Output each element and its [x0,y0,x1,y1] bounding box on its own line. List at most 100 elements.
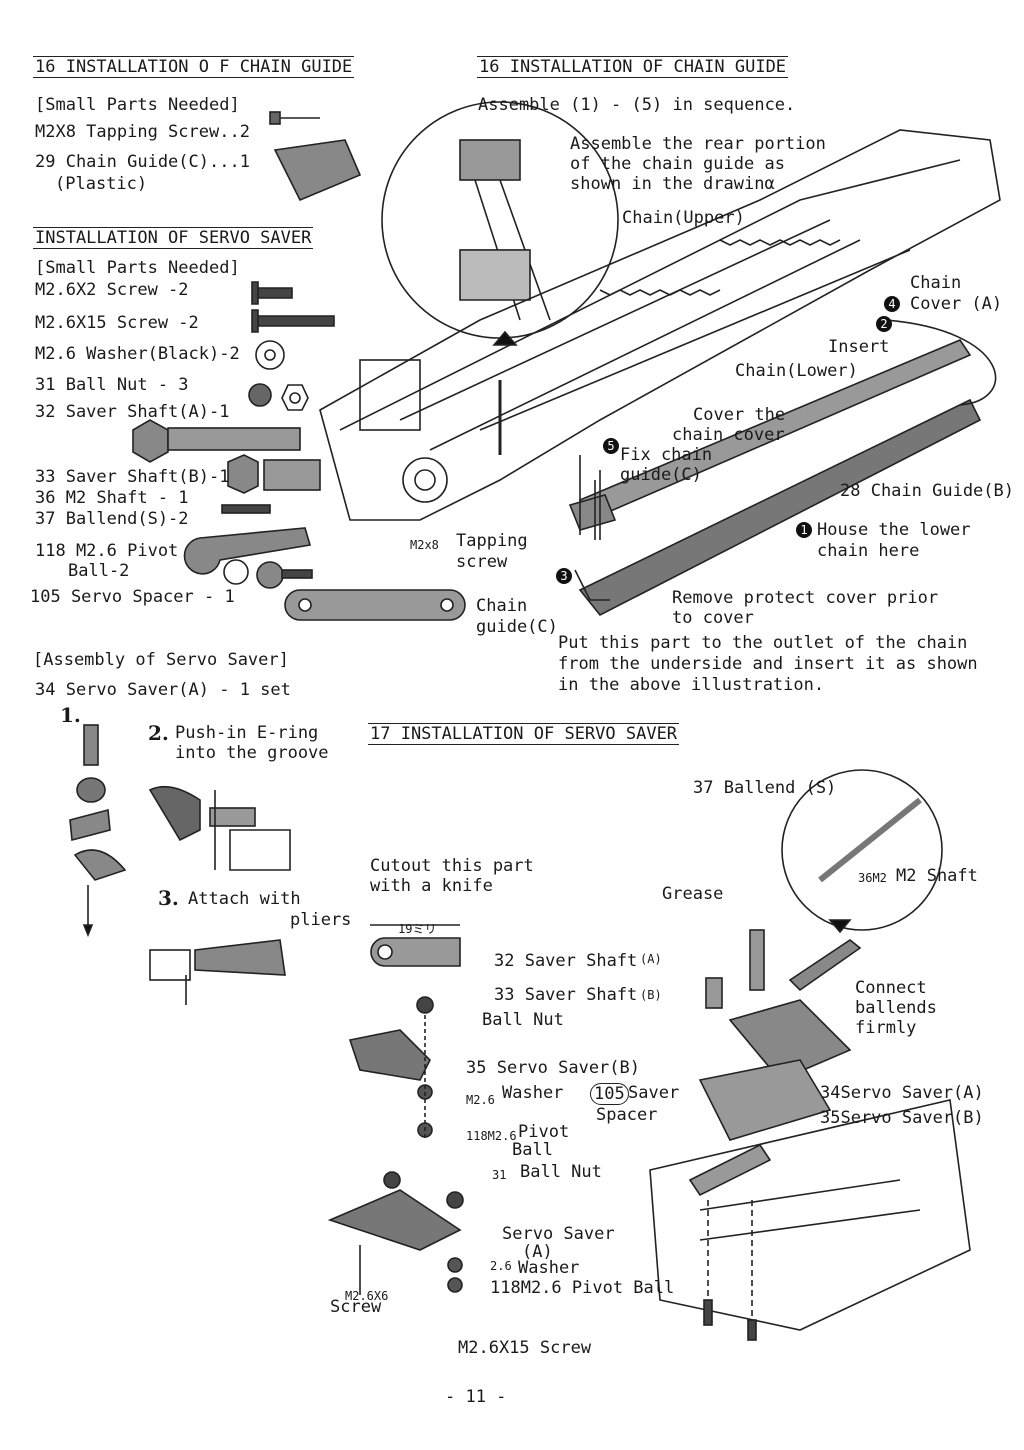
spacer-number: 105 [590,1083,629,1105]
tapping-screw-part [269,111,320,125]
step-marker: 5 [603,438,619,454]
spacer-word: Spacer [596,1105,658,1125]
chain-guide-c-fit [568,494,617,531]
part-item: Ball-2 [68,561,130,581]
servo-saver-heading: 17 INSTALLATION OF SERVO SAVER [368,723,680,745]
step-marker: 3 [556,568,572,584]
servo-saver-b-exploded [348,996,434,1140]
ball-nut-part [248,383,309,411]
rear-portion-note: Assemble the rear portion [570,134,826,154]
step1-drawing [69,724,127,938]
m2-shaft-part [221,504,271,514]
cutout-note: with a knife [370,876,493,896]
servo-saver-a-bottom: Servo Saver [502,1224,615,1244]
part-item: 31 Ball Nut - 3 [35,375,189,395]
ball-callout: Ball [512,1140,553,1160]
step2-text: into the groove [175,743,329,763]
saver-shaft-b-callout: 33 Saver Shaft [494,985,638,1005]
servo-saver-b-callout: 35 Servo Saver(B) [466,1058,640,1078]
pivot-ball-part [223,559,249,585]
chain-guide-b-label: 28 Chain Guide(B) [840,481,1014,501]
servo-saver-assembly-drawing [649,929,971,1341]
connect-note: ballends [855,998,937,1018]
washer-num: 2.6 [490,1259,512,1273]
m2-shaft-label: M2 Shaft [896,866,978,886]
step1-number: 1. [60,703,81,727]
washer-callout-2: Washer [518,1258,580,1278]
chain-guide-c-callout: Chain [476,596,528,616]
chain-cover-label: Cover (A) [910,294,1003,314]
remove-cover-note: Remove protect cover prior [672,588,939,608]
servo-saver-b-callout-right: 35Servo Saver(B) [820,1108,984,1128]
servo-saver-a-exploded [327,1171,464,1295]
cutout-note: Cutout this part [370,856,534,876]
ball-nut-callout-2: Ball Nut [520,1162,602,1182]
washer-size-label: M2.6 [466,1093,495,1107]
ballend-label: 37 Ballend (S) [693,778,837,798]
page-number: - 11 - [445,1387,507,1407]
screw-label: Screw [330,1297,382,1317]
step3-text: Attach with [188,889,301,909]
part-item: 32 Saver Shaft(A)-1 [35,402,230,422]
saver-word: Saver [628,1083,680,1103]
servo-saver-a-callout: 34Servo Saver(A) [820,1083,984,1103]
put-part-note: in the above illustration. [558,675,825,695]
chassis-drawing [319,129,1001,521]
part-item: 37 Ballend(S)-2 [35,509,189,529]
part-item: M2.6 Washer(Black)-2 [35,344,240,364]
part-item: 36 M2 Shaft - 1 [35,488,189,508]
m26x15-screw-part [251,309,335,333]
chain-guide-heading-left: 16 INSTALLATION O F CHAIN GUIDE [33,56,355,78]
ball-nut-num: 31 [492,1168,507,1182]
step2-text: Push-in E-ring [175,723,319,743]
m26x15-screw-label: M2.6X15 Screw [458,1338,592,1358]
assembly-heading: [Assembly of Servo Saver] [33,650,289,670]
step2-number: 2. [148,721,169,745]
chain-cover-label: Chain [910,273,962,293]
step-marker: 4 [884,296,900,312]
pivot-ball-callout: 118M2.6 Pivot Ball [490,1278,675,1298]
tapping-screw-callout: screw [456,552,508,572]
remove-cover-note: to cover [672,608,754,628]
chain-guide-heading-right: 16 INSTALLATION OF CHAIN GUIDE [477,56,789,78]
chain-guide-c-part [273,139,362,202]
part-item: M2.6X2 Screw -2 [35,280,189,300]
step-marker: 2 [876,316,892,332]
saver-shaft-a-sup: (A) [640,952,662,966]
cover-chain-label: chain cover [672,425,785,445]
insert-label: Insert [828,337,890,357]
fix-chain-label: guide(C) [620,465,702,485]
step-marker: 1 [796,522,812,538]
step3-text: pliers [290,910,352,930]
rear-portion-note: of the chain guide as [570,154,785,174]
tapping-screw-label: M2X8 Tapping Screw..2 [35,122,250,142]
ballend-part [183,527,312,575]
part-item: 118 M2.6 Pivot [35,541,179,561]
house-chain-label: House the lower [817,520,971,540]
cutout-dimension: 19ミリ [398,922,437,936]
washer-part [255,340,285,370]
put-part-note: from the underside and insert it as show… [558,654,978,674]
washer-callout: Washer [502,1083,564,1103]
step3-number: 3. [158,886,179,910]
part-item: 33 Saver Shaft(B)-1 [35,467,230,487]
chain-guide-c-label: 29 Chain Guide(C)...1 [35,152,250,172]
grease-label: Grease [662,884,724,904]
connect-note: Connect [855,978,927,998]
put-part-note: Put this part to the outlet of the chain [558,633,968,653]
step2-drawing [148,785,291,871]
pivot-callout: Pivot [518,1122,570,1142]
assemble-instruction: Assemble (1) - (5) in sequence. [478,95,796,115]
m2-shaft-num: 36M2 [858,871,887,885]
servo-saver-heading-left: INSTALLATION OF SERVO SAVER [33,227,314,249]
part-item: 105 Servo Spacer - 1 [30,587,235,607]
part-item: M2.6X15 Screw -2 [35,313,199,333]
chain-guide-b-drawing [578,398,982,617]
servo-saver-a-label: 34 Servo Saver(A) - 1 set [35,680,291,700]
ball-nut-callout: Ball Nut [482,1010,564,1030]
saver-shaft-b-part [227,454,321,494]
rear-portion-note: shown in the drawinα [570,174,775,194]
saver-shaft-a-callout: 32 Saver Shaft [494,951,638,971]
chain-upper-label: Chain(Upper) [622,208,745,228]
